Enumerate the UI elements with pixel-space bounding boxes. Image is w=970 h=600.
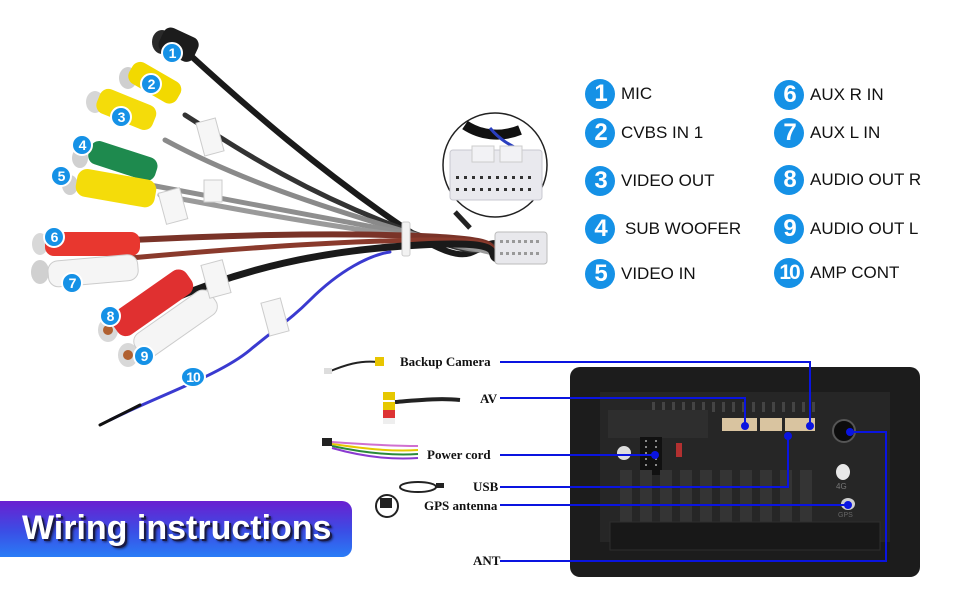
legend-badge-3: 3 xyxy=(585,166,615,196)
legend-badge-8: 8 xyxy=(774,165,804,195)
legend-item-audio-out-r: 8 AUDIO OUT R xyxy=(774,165,921,195)
legend-item-cvbs-in-1: 2 CVBS IN 1 xyxy=(585,118,703,148)
leader-backup-camera xyxy=(500,361,811,426)
cable-badge-1: 1 xyxy=(161,42,183,64)
legend-badge-7: 7 xyxy=(774,118,804,148)
legend-badge-4: 4 xyxy=(585,214,615,244)
legend-label: AUDIO OUT R xyxy=(810,170,922,189)
leader-usb xyxy=(500,436,789,488)
legend-label: VIDEO OUT xyxy=(621,171,715,190)
page-title: Wiring instructions xyxy=(22,509,332,547)
usb-cable-thumb xyxy=(399,481,444,493)
legend-item-mic: 1 MIC xyxy=(585,79,652,109)
legend-badge-10: 10 xyxy=(774,258,804,288)
port-label-gps: GPS xyxy=(838,512,853,519)
accessory-label-power-cord: Power cord xyxy=(427,447,491,462)
title-banner: Wiring instructions xyxy=(0,501,352,557)
plug-aux-r-red xyxy=(32,232,140,256)
accessory-label-av: AV xyxy=(480,391,498,406)
backup-camera-cable-thumb xyxy=(324,357,384,374)
wire-amp-black xyxy=(98,403,142,427)
port-label-4g: 4G xyxy=(836,482,847,491)
legend-label: MIC xyxy=(621,84,653,103)
cable-badge-9: 9 xyxy=(133,345,155,367)
accessory-label-usb: USB xyxy=(473,479,499,494)
legend-label: AUX L IN xyxy=(810,123,881,142)
legend-item-audio-out-l: 9 AUDIO OUT L xyxy=(774,214,918,244)
cable-badge-2: 2 xyxy=(140,73,162,95)
legend-label: CVBS IN 1 xyxy=(621,123,704,142)
legend-label: VIDEO IN xyxy=(621,264,696,283)
accessory-label-gps-antenna: GPS antenna xyxy=(424,498,498,513)
cable-badge-8: 8 xyxy=(99,305,121,327)
leader-av xyxy=(500,397,746,426)
av-cable-thumb xyxy=(383,392,461,424)
cable-badge-3: 3 xyxy=(110,106,132,128)
legend-badge-5: 5 xyxy=(585,259,615,289)
plug-audio-out-l-white xyxy=(118,289,218,367)
legend-label: AUX R IN xyxy=(810,85,884,104)
legend-item-aux-l-in: 7 AUX L IN xyxy=(774,118,880,148)
accessory-label-ant: ANT xyxy=(473,553,501,568)
accessory-label-backup-camera: Backup Camera xyxy=(400,354,491,369)
power-cord-thumb xyxy=(322,438,419,460)
cable-badge-10: 10 xyxy=(180,366,206,388)
legend-badge-9: 9 xyxy=(774,214,804,244)
legend-badge-1: 1 xyxy=(585,79,615,109)
cable-badge-4: 4 xyxy=(71,134,93,156)
legend-item-aux-r-in: 6 AUX R IN xyxy=(774,80,884,110)
cable-badge-5: 5 xyxy=(50,165,72,187)
legend-item-video-in: 5 VIDEO IN xyxy=(585,259,696,289)
av-port xyxy=(722,418,757,431)
legend-item-video-out: 3 VIDEO OUT xyxy=(585,166,715,196)
legend-item-amp-cont: 10 AMP CONT xyxy=(774,258,899,288)
cable-badge-6: 6 xyxy=(43,226,65,248)
legend-label: SUB WOOFER xyxy=(625,219,742,238)
legend-badge-6: 6 xyxy=(774,80,804,110)
legend-item-sub-woofer: 4 SUB WOOFER xyxy=(585,214,741,244)
legend-badge-2: 2 xyxy=(585,118,615,148)
cable-badge-7: 7 xyxy=(61,272,83,294)
legend-label: AUDIO OUT L xyxy=(810,219,919,238)
gps-antenna-thumb xyxy=(375,494,399,518)
aux-port-left xyxy=(760,418,782,431)
4g-port xyxy=(836,464,850,480)
leader-ant xyxy=(500,431,887,562)
legend-label: AMP CONT xyxy=(810,263,900,282)
